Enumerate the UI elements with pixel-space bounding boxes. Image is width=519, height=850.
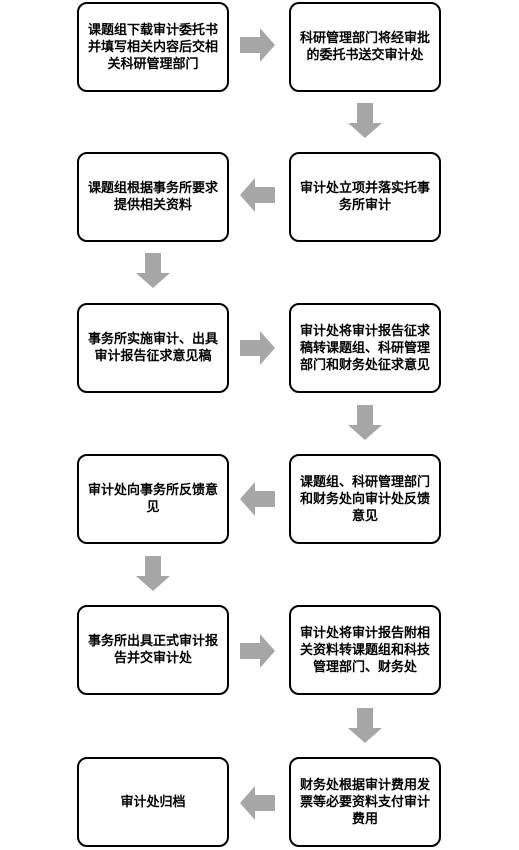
arrow-right-icon <box>240 27 276 63</box>
step-box-3: 审计处立项并落实托事务所审计 <box>289 152 441 242</box>
step-box-1: 课题组下载审计委托书并填写相关内容后交相关科研管理部门 <box>77 2 229 92</box>
arrow-down-icon <box>136 556 170 592</box>
step-text-2: 科研管理部门将经审批的委托书送交审计处 <box>299 31 430 63</box>
step-text-5: 事务所实施审计、出具审计报告征求意见稿 <box>87 332 218 364</box>
step-text-3: 审计处立项并落实托事务所审计 <box>299 181 430 213</box>
step-box-2: 科研管理部门将经审批的委托书送交审计处 <box>289 2 441 92</box>
step-text-9: 事务所出具正式审计报告并交审计处 <box>87 634 218 666</box>
step-box-9: 事务所出具正式审计报告并交审计处 <box>77 605 229 695</box>
step-box-12: 审计处归档 <box>77 757 229 847</box>
step-box-8: 审计处向事务所反馈意见 <box>77 454 229 544</box>
step-box-11: 财务处根据审计费用发票等必要资料支付审计费用 <box>289 757 441 847</box>
step-text-4: 课题组根据事务所要求提供相关资料 <box>87 181 218 213</box>
step-text-11: 财务处根据审计费用发票等必要资料支付审计费用 <box>299 777 430 827</box>
step-text-8: 审计处向事务所反馈意见 <box>87 483 218 515</box>
arrow-down-icon <box>348 405 382 441</box>
step-text-10: 审计处将审计报告附相关资料转课题组和科技管理部门、财务处 <box>299 625 430 675</box>
arrow-right-icon <box>240 330 276 366</box>
step-box-6: 审计处将审计报告征求稿转课题组、科研管理部门和财务处征求意见 <box>289 303 441 393</box>
arrow-down-icon <box>348 103 382 139</box>
step-text-12: 审计处归档 <box>120 794 186 810</box>
arrow-down-icon <box>136 253 170 289</box>
step-box-10: 审计处将审计报告附相关资料转课题组和科技管理部门、财务处 <box>289 605 441 695</box>
step-box-4: 课题组根据事务所要求提供相关资料 <box>77 152 229 242</box>
step-text-1: 课题组下载审计委托书并填写相关内容后交相关科研管理部门 <box>87 22 218 72</box>
step-box-7: 课题组、科研管理部门和财务处向审计处反馈意见 <box>289 454 441 544</box>
arrow-right-icon <box>240 633 276 669</box>
step-box-5: 事务所实施审计、出具审计报告征求意见稿 <box>77 303 229 393</box>
arrow-down-icon <box>348 708 382 744</box>
arrow-left-icon <box>240 177 276 213</box>
step-text-6: 审计处将审计报告征求稿转课题组、科研管理部门和财务处征求意见 <box>299 323 430 373</box>
arrow-left-icon <box>240 481 276 517</box>
arrow-left-icon <box>240 785 276 821</box>
step-text-7: 课题组、科研管理部门和财务处向审计处反馈意见 <box>299 474 430 524</box>
